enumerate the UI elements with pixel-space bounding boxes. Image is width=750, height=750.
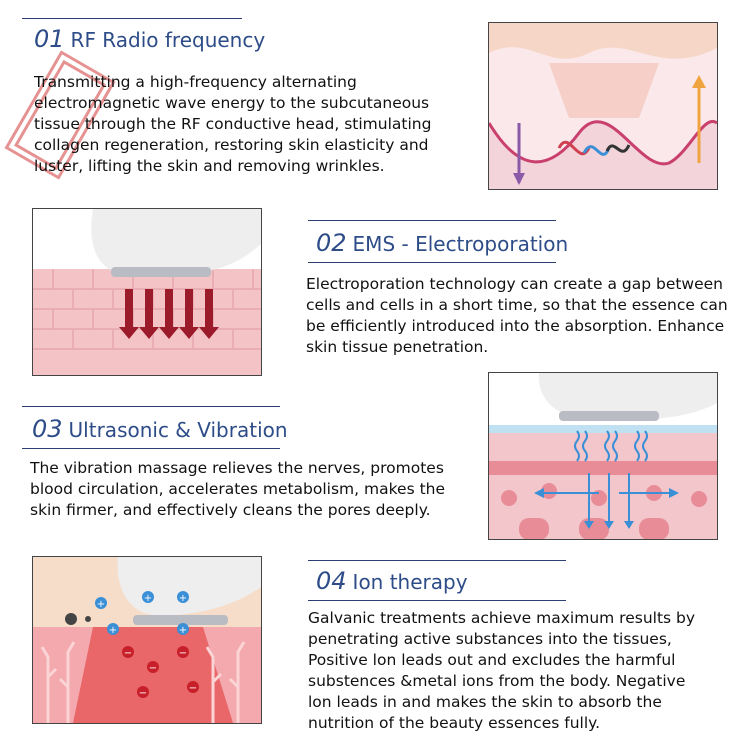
section-02-line: be efficiently introduced into the absor… <box>306 317 725 335</box>
section-01-body: Transmitting a high-frequency alternatin… <box>34 72 454 177</box>
section-02-rule-bottom <box>308 262 556 263</box>
section-01-number: 01 <box>34 25 65 53</box>
section-01-line: electromagnetic wave energy to the subcu… <box>34 94 430 112</box>
ion-illustration: + + + + + − − − − − <box>32 556 262 724</box>
section-04-line: Galvanic treatments achieve maximum resu… <box>308 609 696 627</box>
minus-icon: − <box>189 683 197 694</box>
section-01-line: collagen regeneration, restoring skin el… <box>34 136 429 154</box>
section-03-line: The vibration massage relieves the nerve… <box>30 459 444 477</box>
minus-icon: − <box>139 688 147 699</box>
rf-illustration <box>488 22 718 190</box>
ultrasonic-illustration <box>488 372 718 540</box>
section-02-title-text: EMS - Electroporation <box>352 232 569 256</box>
section-02-line: cells and cells in a short time, so that… <box>306 296 728 314</box>
minus-icon: − <box>179 648 187 659</box>
plus-icon: + <box>97 599 105 610</box>
section-04-rule-bottom <box>308 600 566 601</box>
section-03-title-text: Ultrasonic & Vibration <box>68 418 288 442</box>
plus-icon: + <box>144 593 152 604</box>
section-03-number: 03 <box>32 415 63 443</box>
section-01-rule <box>22 18 242 19</box>
section-04-title-text: Ion therapy <box>352 570 468 594</box>
section-01-line: tissue through the RF conductive head, s… <box>34 115 432 133</box>
section-04-line: nutrition of the beauty essences fully. <box>308 714 601 732</box>
section-02-line: skin tissue penetration. <box>306 338 489 356</box>
section-02-body: Electroporation technology can create a … <box>306 274 746 358</box>
section-02-number: 02 <box>316 229 347 257</box>
section-04-line: Positive lon leads out and excludes the … <box>308 651 676 669</box>
section-03-body: The vibration massage relieves the nerve… <box>30 458 470 521</box>
section-03-rule <box>22 406 280 407</box>
minus-icon: − <box>149 663 157 674</box>
section-02-rule <box>308 220 556 221</box>
section-04-line: lon leads in and makes the skin to absor… <box>308 693 662 711</box>
section-04-line: substences &metal ions from the body. Ne… <box>308 672 686 690</box>
section-04-rule <box>308 560 566 561</box>
plus-icon: + <box>179 593 187 604</box>
section-04-body: Galvanic treatments achieve maximum resu… <box>308 608 740 734</box>
section-01-line: Transmitting a high-frequency alternatin… <box>34 73 357 91</box>
section-02-line: Electroporation technology can create a … <box>306 275 724 293</box>
section-03-line: skin firmer, and effectively cleans the … <box>30 501 431 519</box>
section-01-line: luster, lifting the skin and removing wr… <box>34 157 385 175</box>
ems-illustration <box>32 208 262 376</box>
section-04-line: penetrating active substances into the t… <box>308 630 672 648</box>
section-03-rule-bottom <box>22 448 280 449</box>
plus-icon: + <box>109 625 117 636</box>
section-03-line: blood circulation, accelerates metabolis… <box>30 480 446 498</box>
section-01-title-text: RF Radio frequency <box>70 28 266 52</box>
section-04-number: 04 <box>316 567 347 595</box>
minus-icon: − <box>124 648 132 659</box>
plus-icon: + <box>179 625 187 636</box>
